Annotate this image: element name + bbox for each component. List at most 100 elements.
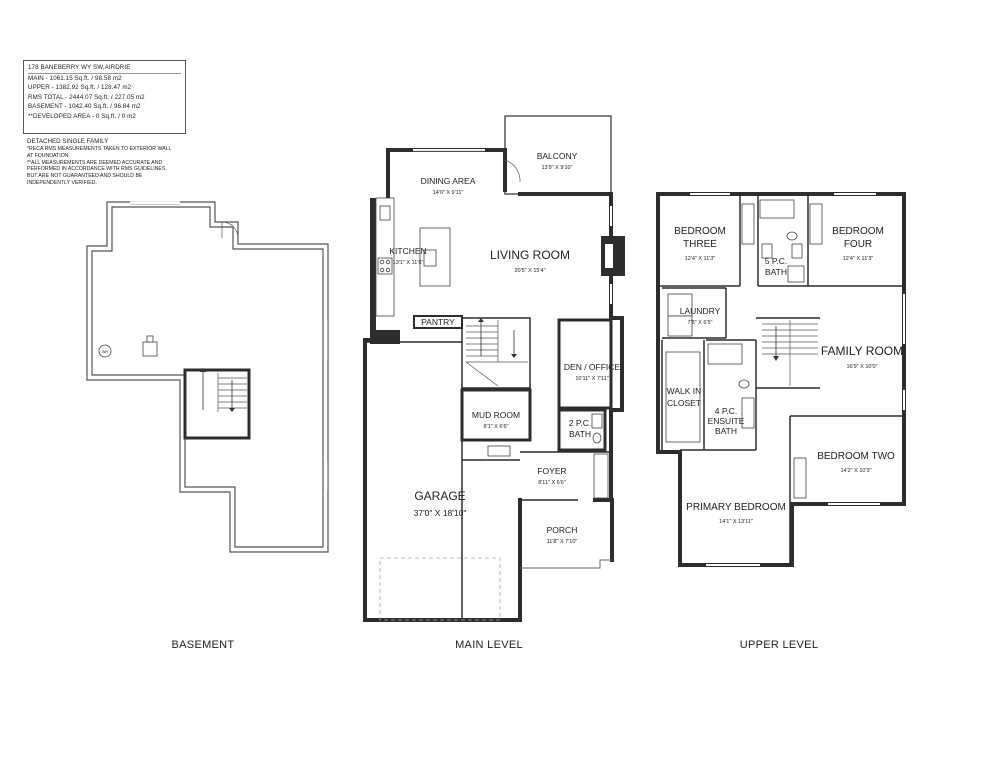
laundry-dim: 7'8" X 6'5" (688, 320, 713, 326)
bedroom-three-dim: 12'4" X 11'3" (685, 256, 716, 262)
kitchen-island (419, 227, 451, 287)
porch-name: PORCH (547, 525, 578, 535)
bathtub-icon (759, 199, 795, 219)
basement-area-line: BASEMENT - 1042.40 Sq.ft. / 96.84 m2 (28, 103, 141, 111)
primary-bedroom-dim: 14'1" X 13'11" (719, 519, 753, 525)
vanity-icon (741, 397, 755, 429)
primary-bedroom-name: PRIMARY BEDROOM (686, 502, 786, 513)
main-stair-well (461, 317, 531, 389)
area-summary-box: 178 BANEBERRY WY SW,AIRDRIE MAIN - 1061.… (23, 60, 186, 134)
kitchen-name: KITCHEN (389, 246, 426, 256)
pantry-name: PANTRY (421, 317, 455, 327)
walk-in-line1: WALK IN (667, 386, 702, 396)
family-room-dim: 16'9" X 10'0" (846, 364, 877, 370)
toilet-icon (738, 379, 750, 389)
half-bath-outline (557, 408, 607, 452)
note-line: AT FOUNDATION (27, 152, 69, 159)
bedroom-three-line1: BEDROOM (674, 226, 726, 237)
foyer-dim: 8'11" X 6'6" (538, 480, 566, 486)
den-outline (557, 318, 613, 410)
main-level-plan: BALCONY 13'9" X 9'10" (363, 115, 625, 622)
furnace-vent-icon (146, 335, 154, 343)
upper-area-line: UPPER - 1382.92 Sq.ft. / 128.47 m2 (28, 84, 132, 92)
main-outer-wall (363, 148, 624, 622)
fridge-icon (379, 205, 391, 221)
dryer-icon (667, 315, 693, 337)
kitchen-counter (375, 197, 395, 317)
closet-icon (741, 203, 755, 245)
foyer-name: FOYER (537, 466, 566, 476)
measurement-notes: DETACHED SINGLE FAMILY *RECA RMS MEASURE… (27, 138, 192, 187)
upper-stairs (762, 320, 818, 386)
basement-door-swing (221, 221, 239, 239)
living-dim: 20'5" X 15'4" (514, 268, 545, 274)
note-line: BUT ARE NOT GUARANTEED AND SHOULD BE (27, 173, 143, 180)
main-stairs (465, 320, 528, 387)
basement-level-label: BASEMENT (171, 639, 235, 651)
stair-up-arrow-icon (478, 318, 484, 322)
mud-room-name: MUD ROOM (472, 410, 520, 420)
dining-name: DINING AREA (421, 176, 476, 186)
dining-dim: 14'0" X 9'11" (433, 190, 464, 196)
upper-interior-walls (658, 194, 904, 565)
bath-sink-icon (791, 243, 803, 259)
fireplace-opening (605, 244, 613, 268)
porch-outline (520, 559, 612, 569)
address-line: 178 BANEBERRY WY SW,AIRDRIE (28, 63, 181, 74)
balcony-door-swing (504, 159, 521, 183)
bath-sink-icon (761, 243, 773, 259)
note-line: PERFORMED IN ACCORDANCE WITH RMS GUIDELI… (27, 166, 167, 173)
burner-icon (385, 267, 391, 273)
half-bath-line1: 2 P.C. (569, 418, 592, 428)
kitchen-wall (370, 198, 376, 343)
bedroom-four-line2: FOUR (844, 239, 872, 250)
bath-sink-icon (591, 413, 603, 429)
toilet-icon (592, 432, 602, 444)
closet-icon (793, 457, 807, 499)
note-line: *RECA RMS MEASUREMENTS TAKEN TO EXTERIOR… (27, 146, 172, 152)
laundry-name: LAUNDRY (680, 306, 721, 316)
entry-step (487, 445, 511, 457)
half-bath-line2: BATH (569, 429, 591, 439)
kitchen-dim: 13'1" X 11'6" (393, 260, 424, 266)
stair-down-arrow-icon (773, 356, 779, 361)
family-room-name: FAMILY ROOM (821, 344, 903, 358)
furnace-icon (142, 341, 158, 357)
mud-room-dim: 8'1" X 6'6" (484, 424, 509, 430)
upper-bath-line2: BATH (765, 267, 787, 277)
basement-stairs (217, 373, 247, 412)
closet-shelving (665, 351, 701, 443)
ensuite-line1: 4 P.C. (715, 406, 738, 416)
upper-bath-line1: 5 P.C. (765, 256, 788, 266)
water-heater-icon (98, 344, 112, 358)
stair-up-arrow-icon (200, 368, 206, 372)
upper-level-label: UPPER LEVEL (739, 639, 819, 651)
burner-icon (379, 259, 385, 265)
porch-dim: 11'8" X 7'10" (547, 539, 578, 545)
basement-plan: WH (86, 201, 329, 553)
bedroom-two-dim: 14'2" X 10'3" (840, 468, 871, 474)
main-level-label: MAIN LEVEL (455, 639, 523, 651)
garage-door-outline (379, 557, 501, 621)
bedroom-three-line2: THREE (683, 239, 717, 250)
upper-level-plan: 5 P.C. BATH BEDROOM THREE 12'4" X 11'3" … (656, 192, 906, 567)
bedroom-four-dim: 12'4" X 11'3" (843, 256, 874, 262)
shower-icon (707, 343, 743, 365)
walk-in-line2: CLOSET (667, 398, 701, 408)
toilet-icon (786, 231, 798, 241)
burner-icon (385, 259, 391, 265)
kitchen-wall-corner (370, 330, 400, 344)
shower-icon (787, 265, 805, 283)
garage-name: GARAGE (414, 489, 465, 503)
garage-dim: 37'0" X 18'10" (414, 508, 467, 518)
basement-inner-wall (91, 206, 324, 548)
stair-down-arrow-icon (229, 408, 235, 412)
mud-room-outline (460, 388, 532, 442)
main-area-line: MAIN - 1061.15 Sq.ft. / 98.58 m2 (28, 74, 122, 82)
ensuite-line3: BATH (715, 426, 737, 436)
burner-icon (379, 267, 385, 273)
ensuite-line2: ENSUITE (708, 416, 745, 426)
living-name: LIVING ROOM (490, 248, 570, 262)
